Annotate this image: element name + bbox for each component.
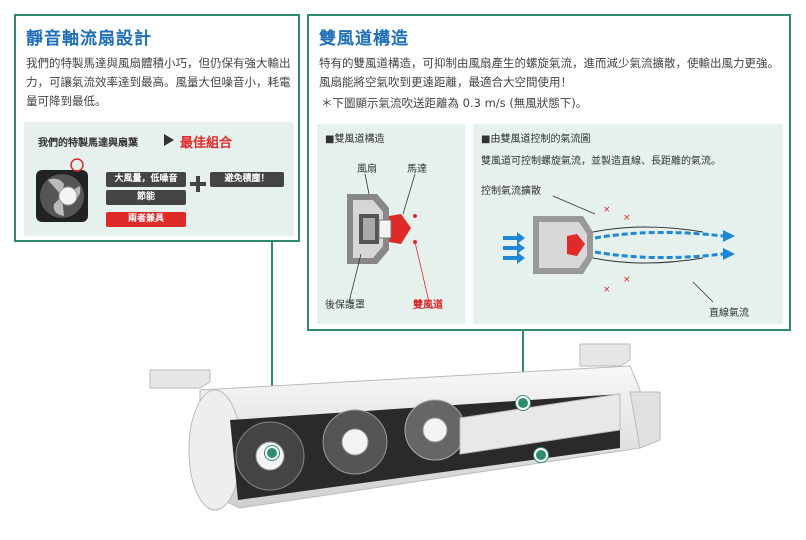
silent-fan-panel: 靜音軸流扇設計 我們的特製馬達與風扇體積小巧，但仍保有強大輸出力，可讓氣流效率達…: [14, 14, 300, 242]
fan-motor-icon: [36, 170, 88, 222]
label-control-spread: 控制氣流擴散: [481, 186, 541, 197]
dual-duct-description: 特有的雙風道構造，可抑制由風扇產生的螺旋氣流，進而減少氣流擴散，使輸出風力更強。…: [319, 56, 779, 89]
badge-both: 兩者兼具: [106, 212, 186, 227]
diagram-b-title: ■由雙風道控制的氣流圖: [481, 134, 591, 145]
connector-dot-left: [265, 446, 279, 460]
badge-energy-saving: 節能: [106, 190, 186, 205]
svg-text:×: ×: [623, 275, 631, 285]
connector-line-mid: [522, 331, 524, 401]
diagram-b-subtitle: 雙風道可控制螺旋氣流，並製造直線、長距離的氣流。: [481, 156, 721, 167]
connector-dot-right: [534, 448, 548, 462]
airflow-arrows-icon: × × × ×: [503, 195, 735, 303]
badge-large-airflow: 大風量，低噪音: [106, 172, 186, 187]
air-curtain-product-image: [149, 343, 661, 511]
badge-avoid-dust: 避免積塵！: [210, 172, 284, 187]
svg-text:×: ×: [603, 205, 611, 215]
combo-label: 我們的特製馬達與扇葉: [38, 138, 138, 149]
plus-icon: [190, 176, 206, 192]
dual-duct-diagram: ■雙風道構造 風扇 馬達 後保護罩 雙風道: [317, 124, 465, 324]
highlight-circle-icon: [70, 158, 84, 172]
dual-duct-panel: 雙風道構造 特有的雙風道構造，可抑制由風扇產生的螺旋氣流，進而減少氣流擴散，使輸…: [307, 14, 791, 331]
combo-result: 最佳組合: [180, 136, 233, 151]
arrow-right-icon: [164, 134, 174, 146]
silent-fan-title: 靜音軸流扇設計: [26, 29, 152, 49]
svg-text:×: ×: [623, 213, 631, 223]
svg-text:×: ×: [603, 285, 611, 295]
dual-duct-title: 雙風道構造: [319, 29, 409, 49]
label-straight-airflow: 直線氣流: [709, 308, 749, 319]
label-rear-guard: 後保護罩: [325, 300, 365, 311]
airflow-note: ＊下圖顯示氣流吹送距離為 0.3 m/s (無風狀態下)。: [321, 96, 588, 110]
combo-box: 我們的特製馬達與扇葉 最佳組合 大風量，低噪音 節能 兩者兼具 避免積塵！: [24, 122, 294, 236]
label-fan: 風扇: [357, 164, 377, 175]
connector-line-left: [271, 242, 273, 450]
airflow-diagram: ■由雙風道控制的氣流圖 雙風道可控制螺旋氣流，並製造直線、長距離的氣流。 控制氣…: [473, 124, 783, 324]
diagram-a-title: ■雙風道構造: [325, 134, 385, 145]
duct-cross-section-icon: [347, 173, 430, 303]
silent-fan-description: 我們的特製馬達與風扇體積小巧，但仍保有強大輸出力，可讓氣流效率達到最高。風量大但…: [26, 56, 291, 108]
connector-dot-mid: [516, 396, 530, 410]
label-motor: 馬達: [407, 164, 427, 175]
label-dual-duct: 雙風道: [413, 300, 443, 311]
